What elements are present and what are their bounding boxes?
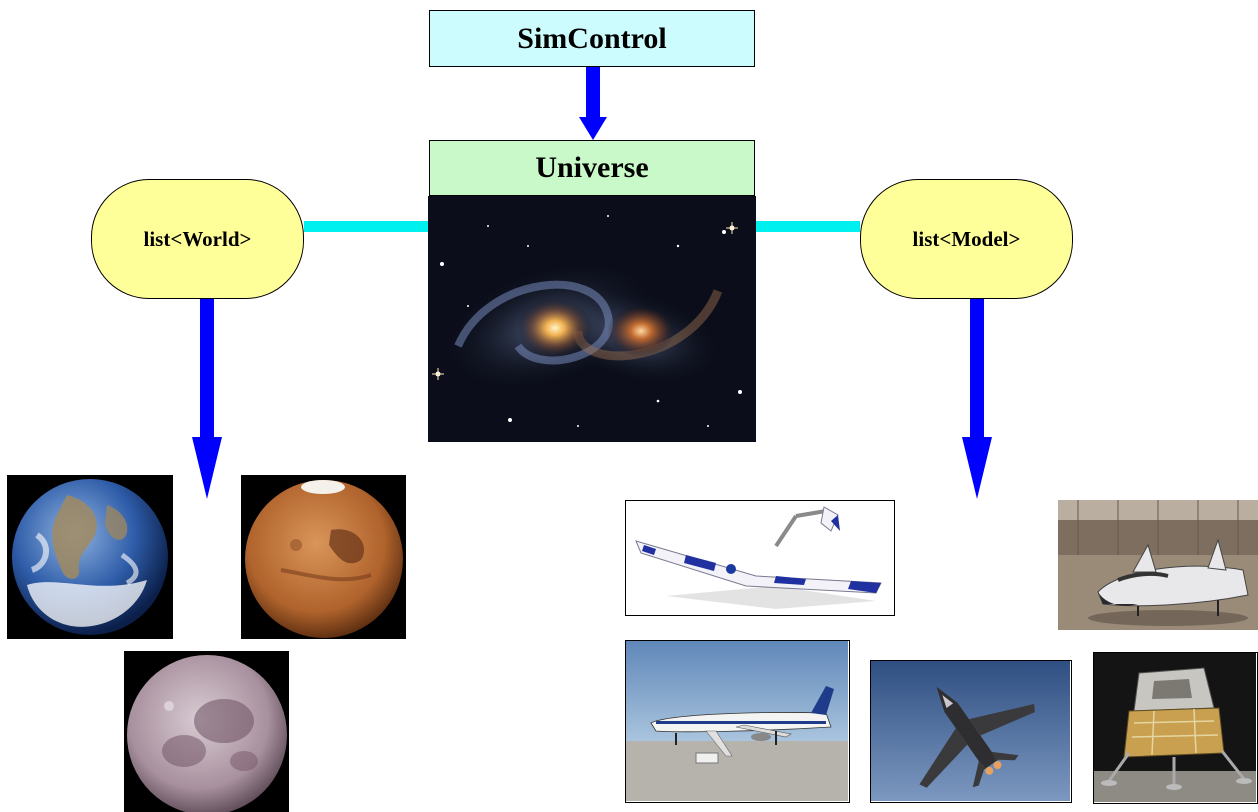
- earth-image: [7, 475, 173, 639]
- fighter-jet-image: [870, 660, 1072, 803]
- world-list-node: list<World>: [91, 179, 304, 299]
- world-list-connector: [304, 221, 428, 232]
- world-list-arrow: [192, 299, 222, 499]
- lunar-module-image: [1093, 652, 1258, 804]
- simcontrol-to-universe-arrow: [579, 67, 607, 140]
- model-list-arrow: [962, 299, 992, 499]
- model-list-node: list<Model>: [860, 179, 1073, 299]
- galaxy-image: [428, 196, 756, 442]
- x38-image: [1058, 500, 1258, 630]
- airliner-image: [625, 640, 850, 803]
- moon-image: [124, 651, 289, 812]
- universe-box: Universe: [429, 140, 755, 196]
- mars-image: [241, 475, 406, 639]
- simcontrol-box: SimControl: [429, 10, 755, 67]
- model-list-connector: [756, 221, 860, 232]
- glider-image: [625, 500, 895, 616]
